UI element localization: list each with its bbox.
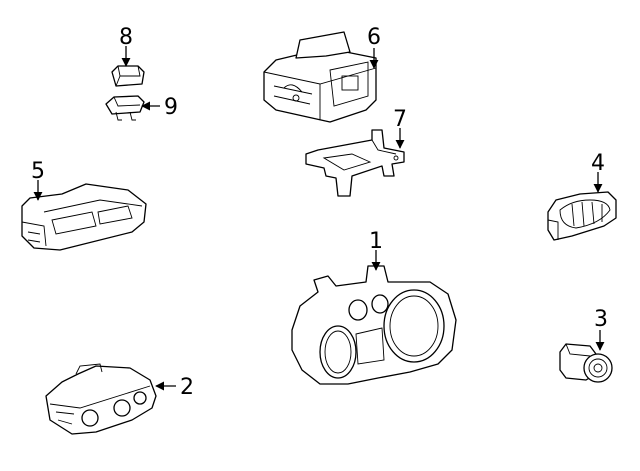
callout-7: 7: [393, 107, 407, 132]
callout-9: 9: [164, 95, 178, 120]
callout-2: 2: [180, 375, 194, 400]
part-climate-control-panel: [45, 363, 157, 435]
part-ignition-switch: [559, 343, 613, 383]
part-small-switch-base: [105, 95, 145, 121]
callout-labels: 8 9 6 7 5 4 1 2 3: [31, 25, 608, 400]
callout-6: 6: [367, 25, 381, 50]
callout-leaders: [33, 46, 605, 391]
part-switch-bezel: [21, 183, 147, 251]
callout-3: 3: [594, 307, 608, 332]
callout-4: 4: [591, 151, 605, 176]
callout-5: 5: [31, 159, 45, 184]
part-small-switch-cap: [111, 65, 145, 87]
part-control-module: [263, 31, 377, 123]
callout-1: 1: [369, 229, 383, 254]
callout-8: 8: [119, 25, 133, 50]
part-dash-switch-panel: [547, 191, 617, 241]
part-instrument-cluster: [291, 265, 457, 385]
part-mounting-bracket: [305, 129, 405, 197]
